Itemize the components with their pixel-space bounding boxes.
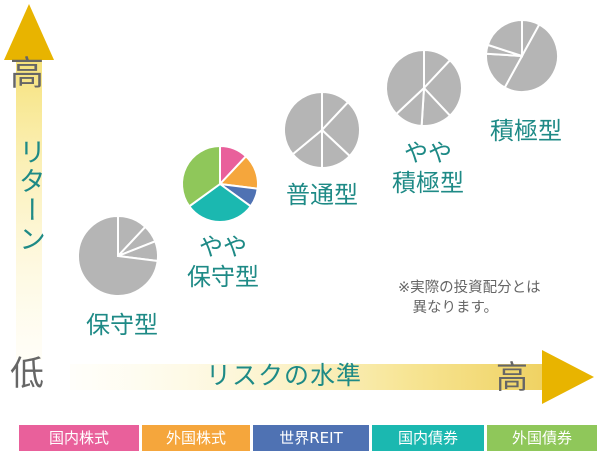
pie-aggressive-slice-4 [486, 18, 523, 58]
x-axis-shaft [70, 364, 550, 390]
x-axis-title: リスクの水準 [206, 361, 363, 390]
pie-balanced-slice-1 [320, 100, 361, 158]
pie-balanced [283, 90, 361, 170]
portfolio-label-moderately-conservative: やや 保守型 [187, 233, 259, 291]
pie-moderately-aggressive-slice-1 [422, 58, 463, 118]
pie-moderately-conservative-slice-4 [181, 144, 221, 208]
pie-group [76, 18, 559, 297]
pie-conservative [76, 214, 159, 297]
pie-balanced-slice-4 [283, 90, 323, 156]
legend-item-domestic-bonds: 国内債券 [372, 425, 484, 451]
y-axis-high-label: 高 [10, 54, 44, 94]
x-axis-high-label: 高 [496, 358, 529, 396]
disclaimer-note: ※実際の投資配分とは 異なります。 [398, 280, 541, 316]
y-axis-low-label: 低 [10, 354, 44, 394]
x-axis-arrowhead [542, 350, 594, 404]
pie-moderately-conservative-slice-3 [187, 182, 253, 223]
legend-item-global-reit: 世界REIT [253, 425, 369, 451]
legend-item-foreign-stocks: 外国株式 [142, 425, 250, 451]
portfolio-label-conservative: 保守型 [86, 311, 158, 339]
pie-moderately-aggressive-slice-4 [385, 48, 425, 116]
portfolio-label-balanced: 普通型 [286, 181, 358, 209]
portfolio-label-aggressive: 積極型 [490, 117, 562, 145]
pie-conservative-slice-3 [76, 214, 159, 297]
pie-moderately-conservative [181, 144, 259, 223]
y-axis-arrowhead [4, 4, 54, 60]
pie-moderately-aggressive [385, 48, 463, 127]
legend: 国内株式 外国株式 世界REIT 国内債券 外国債券 [19, 425, 597, 451]
legend-item-domestic-stocks: 国内株式 [19, 425, 139, 451]
pie-aggressive [485, 18, 559, 93]
y-axis-shaft [16, 60, 42, 360]
pie-aggressive-slice-1 [503, 23, 559, 93]
portfolio-label-moderately-aggressive: やや 積極型 [392, 139, 464, 197]
y-axis-title: リターン [14, 138, 45, 254]
legend-item-foreign-bonds: 外国債券 [487, 425, 597, 451]
